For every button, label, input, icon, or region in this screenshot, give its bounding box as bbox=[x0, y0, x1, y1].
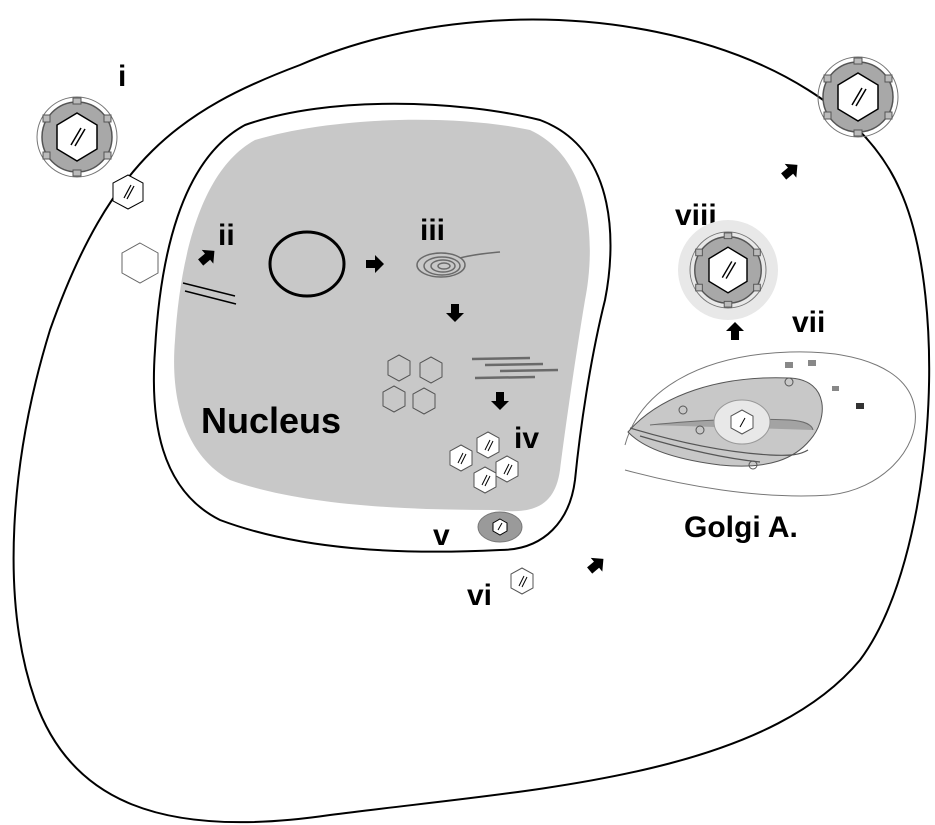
nucleus bbox=[154, 104, 611, 552]
virion-icon bbox=[690, 232, 766, 308]
label-step-v: v bbox=[433, 519, 450, 552]
golgi-label: Golgi A. bbox=[684, 511, 798, 544]
label-step-ii: ii bbox=[218, 219, 235, 252]
label-step-i: i bbox=[118, 60, 126, 93]
label-step-vi: vi bbox=[467, 579, 492, 612]
label-step-vii: vii bbox=[792, 306, 825, 339]
label-step-iv: iv bbox=[514, 422, 539, 455]
label-step-iii: iii bbox=[420, 214, 445, 247]
virion-icon bbox=[818, 57, 898, 137]
virion-icon bbox=[37, 97, 117, 177]
capsid-icon bbox=[511, 568, 533, 594]
nucleus-label: Nucleus bbox=[201, 400, 341, 441]
budding-capsid-icon bbox=[478, 512, 522, 542]
capsid-icon bbox=[113, 175, 143, 209]
